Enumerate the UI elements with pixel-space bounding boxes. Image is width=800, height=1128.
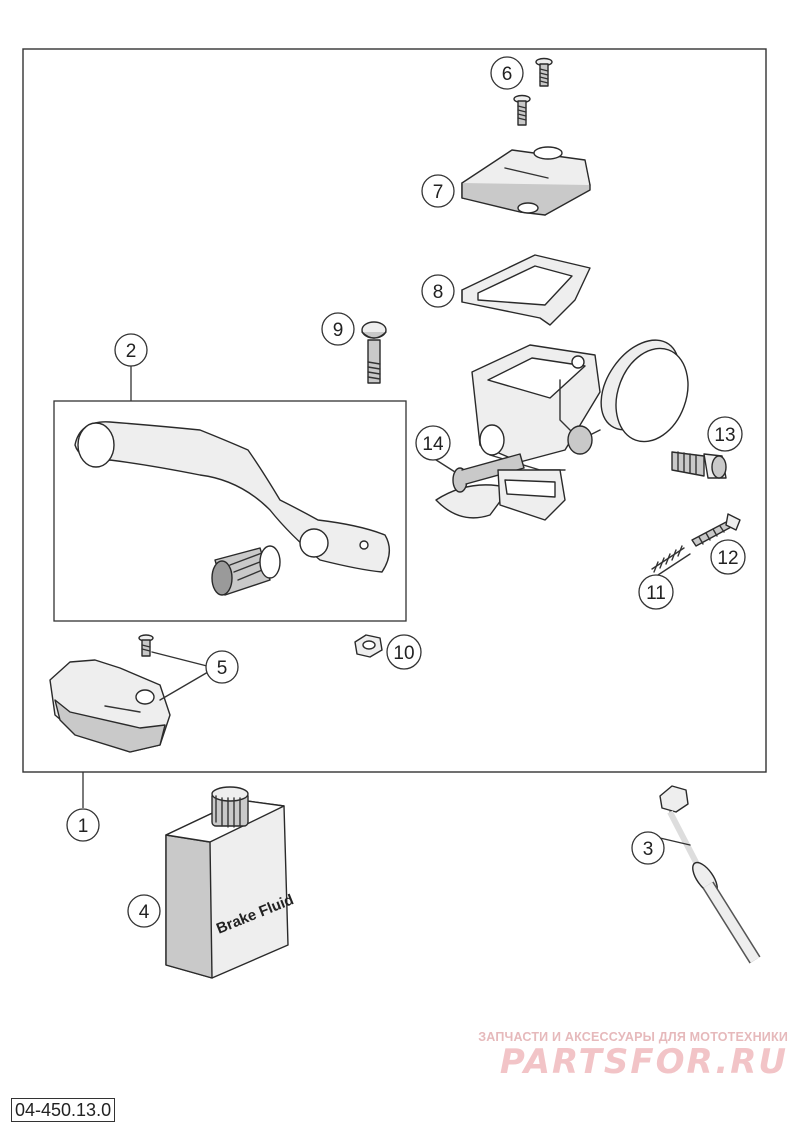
- svg-text:7: 7: [433, 182, 444, 203]
- brake-fluid-bottle: Brake Fluid: [165, 786, 296, 979]
- svg-text:2: 2: [126, 341, 137, 362]
- part-number: 04-450.13.0: [11, 1098, 116, 1122]
- leader-5: [151, 651, 209, 701]
- watermark-brand: PARTSFOR.RU: [499, 1042, 788, 1082]
- adjuster-screw-13: [671, 451, 727, 479]
- callout-6: 6: [490, 56, 524, 90]
- svg-text:10: 10: [393, 643, 414, 664]
- callout-11: 11: [638, 574, 674, 610]
- callout-9: 9: [321, 312, 355, 346]
- callout-13: 13: [707, 416, 743, 452]
- spring-11: [651, 545, 691, 576]
- callout-4: 4: [127, 894, 161, 928]
- reservoir-cover: [461, 146, 591, 216]
- callout-3: 3: [631, 831, 665, 865]
- svg-text:3: 3: [643, 839, 654, 860]
- screw-6a: [535, 57, 553, 87]
- nut-10: [354, 634, 383, 658]
- brake-hose: [659, 785, 761, 964]
- svg-text:1: 1: [78, 816, 89, 837]
- svg-text:5: 5: [217, 658, 228, 679]
- callout-5: 5: [205, 650, 239, 684]
- push-rod: [435, 453, 566, 521]
- watermark-subtitle: ЗАПЧАСТИ И АКСЕССУАРЫ ДЛЯ МОТОТЕХНИКИ: [478, 1030, 788, 1044]
- assembly-frame: [22, 48, 767, 773]
- lever-frame: [53, 400, 407, 622]
- svg-text:6: 6: [502, 64, 513, 85]
- master-cylinder-body: [471, 339, 689, 471]
- callout-14: 14: [415, 425, 451, 461]
- callout-2: 2: [114, 333, 148, 367]
- svg-text:14: 14: [422, 434, 444, 455]
- clamp-5: [49, 634, 171, 753]
- svg-text:13: 13: [714, 425, 735, 446]
- svg-text:11: 11: [646, 583, 666, 604]
- callout-7: 7: [421, 174, 455, 208]
- callout-1: 1: [66, 808, 100, 842]
- callout-10: 10: [386, 634, 422, 670]
- svg-text:9: 9: [333, 320, 344, 341]
- svg-text:4: 4: [139, 902, 150, 923]
- pivot-bolt: [361, 321, 387, 384]
- reservoir-gasket: [461, 254, 591, 326]
- screw-6b: [513, 94, 531, 126]
- svg-text:8: 8: [433, 282, 444, 303]
- svg-text:12: 12: [717, 548, 738, 569]
- watermark: ЗАПЧАСТИ И АКСЕССУАРЫ ДЛЯ МОТОТЕХНИКИ PA…: [478, 1030, 788, 1082]
- callout-12: 12: [710, 539, 746, 575]
- leader-3: [659, 837, 691, 846]
- adjuster-screw-12: [691, 513, 741, 547]
- brake-lever: [74, 421, 390, 596]
- leader-14: [432, 457, 456, 473]
- callout-8: 8: [421, 274, 455, 308]
